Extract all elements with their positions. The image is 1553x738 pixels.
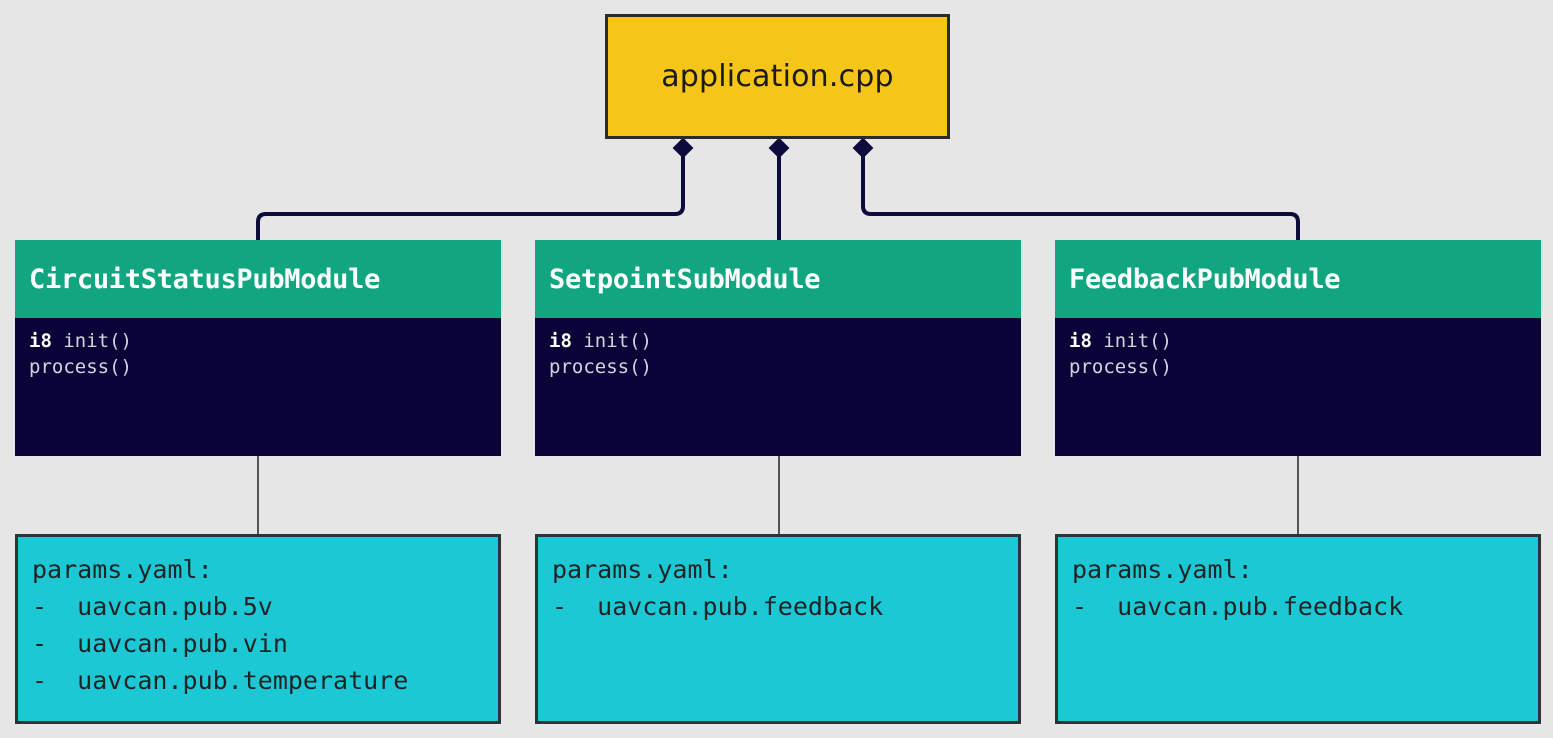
module-method-2-0-rettype: i8 [549,330,572,352]
composition-edge-circuitstatuspubmodule [256,156,685,240]
module-body-1: i8 init() process() [15,318,501,456]
module-title-1: CircuitStatusPubModule [29,263,381,295]
node-circuitstatuspubmodule[interactable]: CircuitStatusPubModule i8 init() process… [15,240,501,456]
params-heading-2: params.yaml: [552,555,733,584]
note-params-yaml-3[interactable]: params.yaml: - uavcan.pub.feedback [1055,534,1541,724]
module-method-2-0: i8 init() [549,328,1021,354]
module-header-3: FeedbackPubModule [1055,240,1541,318]
node-application-cpp-label: application.cpp [661,59,894,94]
module-method-1-0: i8 init() [29,328,501,354]
module-method-3-0-signature: init() [1091,330,1172,352]
note-params-yaml-2[interactable]: params.yaml: - uavcan.pub.feedback [535,534,1021,724]
module-method-3-0-rettype: i8 [1069,330,1092,352]
module-title-2: SetpointSubModule [549,263,821,295]
node-feedbackpubmodule[interactable]: FeedbackPubModule i8 init() process() [1055,240,1541,456]
module-method-2-1: process() [549,354,1021,380]
composition-diamond-icon-left [672,137,694,159]
module-method-1-1-signature: process() [29,356,132,378]
params-heading-3: params.yaml: [1072,555,1253,584]
params-entry-1-2: - uavcan.pub.temperature [32,666,409,695]
module-title-3: FeedbackPubModule [1069,263,1341,295]
node-application-cpp[interactable]: application.cpp [605,14,950,139]
composition-diamond-icon-middle [768,137,790,159]
node-setpointsubmodule[interactable]: SetpointSubModule i8 init() process() [535,240,1021,456]
module-method-2-1-signature: process() [549,356,652,378]
module-method-2-0-signature: init() [571,330,652,352]
module-method-3-1: process() [1069,354,1541,380]
module-method-1-1: process() [29,354,501,380]
params-entry-2-0: - uavcan.pub.feedback [552,592,884,621]
module-body-2: i8 init() process() [535,318,1021,456]
params-entry-1-0: - uavcan.pub.5v [32,592,273,621]
note-params-yaml-1[interactable]: params.yaml: - uavcan.pub.5v - uavcan.pu… [15,534,501,724]
module-method-3-1-signature: process() [1069,356,1172,378]
module-method-1-0-signature: init() [51,330,132,352]
params-heading-1: params.yaml: [32,555,213,584]
module-header-1: CircuitStatusPubModule [15,240,501,318]
module-body-3: i8 init() process() [1055,318,1541,456]
composition-edge-feedbackpubmodule [861,156,1300,240]
composition-diamond-icon-right [852,137,874,159]
module-method-3-0: i8 init() [1069,328,1541,354]
params-entry-3-0: - uavcan.pub.feedback [1072,592,1404,621]
module-header-2: SetpointSubModule [535,240,1021,318]
module-method-1-0-rettype: i8 [29,330,52,352]
params-entry-1-1: - uavcan.pub.vin [32,629,288,658]
